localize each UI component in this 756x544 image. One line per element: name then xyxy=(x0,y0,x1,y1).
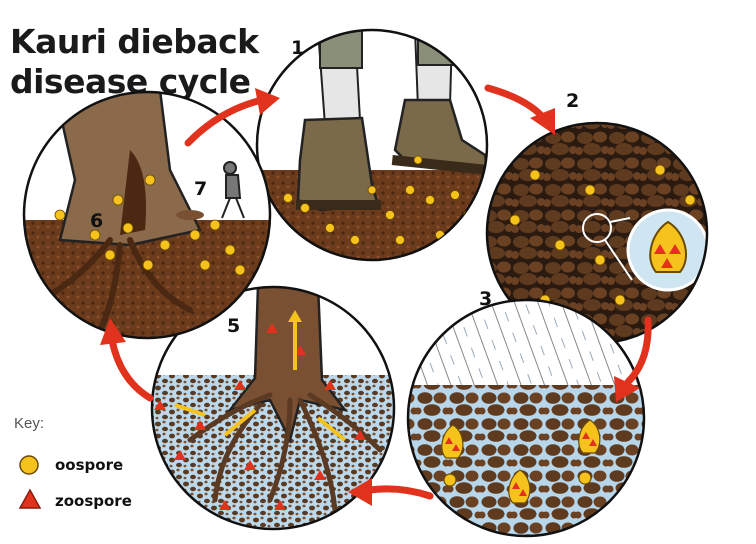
scene-1-boots xyxy=(255,28,489,262)
arrow-5-to-6 xyxy=(100,318,154,402)
arrow-2-to-3 xyxy=(614,316,652,402)
arrow-1-to-2 xyxy=(484,84,555,135)
title-line-1: Kauri dieback xyxy=(10,22,259,61)
step-number-2: 2 xyxy=(566,90,580,112)
arrow-6-to-1 xyxy=(184,88,280,147)
oospore-key-icon xyxy=(19,455,39,475)
zoospore-key-icon xyxy=(18,488,42,509)
step-number-6: 6 xyxy=(90,210,104,232)
step-number-3: 3 xyxy=(479,288,493,310)
diagram-title: Kauri dieback disease cycle xyxy=(10,22,259,102)
step-number-5: 5 xyxy=(227,315,241,337)
key-label-oospore: oospore xyxy=(55,456,124,474)
key-label-zoospore: zoospore xyxy=(55,492,132,510)
cycle-arrows xyxy=(100,84,652,506)
step-number-7: 7 xyxy=(194,178,208,200)
arrow-3-to-5 xyxy=(348,478,434,506)
step-number-1: 1 xyxy=(291,37,305,59)
key-title: Key: xyxy=(14,415,45,432)
